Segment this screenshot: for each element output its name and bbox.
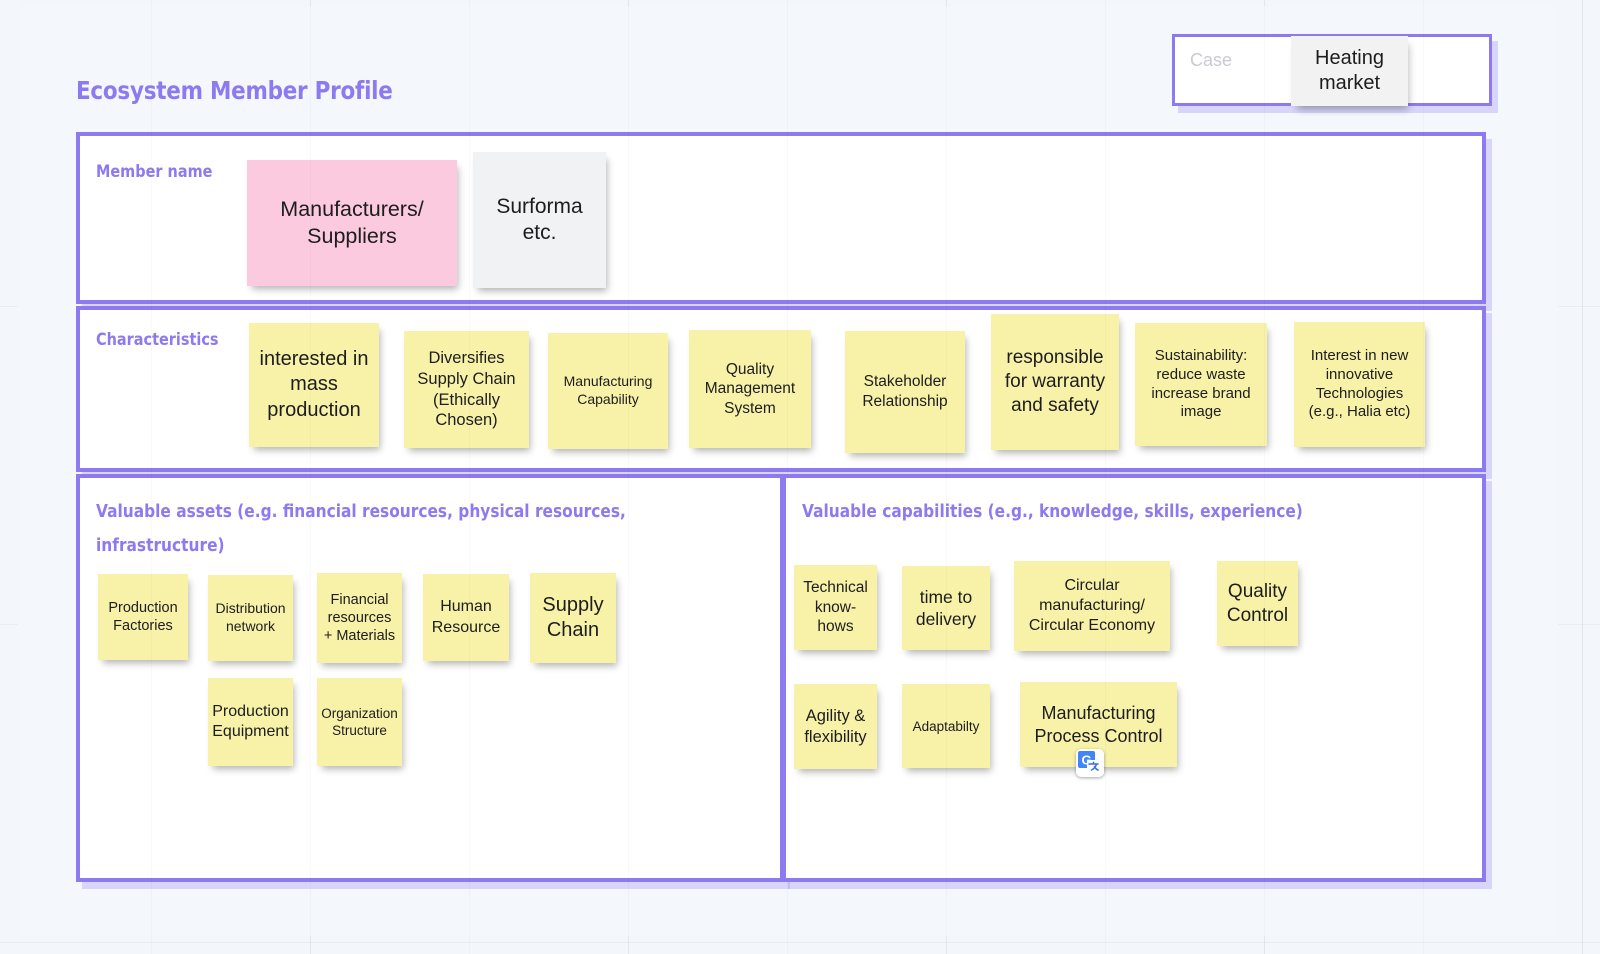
sticky-note-characteristic-5[interactable]: responsible for warranty and safety xyxy=(991,314,1119,450)
sticky-note-characteristic-1[interactable]: Diversifies Supply Chain (Ethically Chos… xyxy=(404,331,529,448)
sticky-note-characteristic-4[interactable]: Stakeholder Relationship xyxy=(845,331,965,453)
characteristics-label: Characteristics xyxy=(96,330,219,350)
sticky-note-characteristic-3[interactable]: Quality Management System xyxy=(689,330,811,448)
valuable-assets-title: Valuable assets (e.g. financial resource… xyxy=(96,495,703,563)
sticky-note-asset-3[interactable]: Human Resource xyxy=(423,574,509,661)
sticky-note-characteristic-2[interactable]: Manufacturing Capability xyxy=(548,333,668,449)
sticky-note-member-1[interactable]: Surforma etc. xyxy=(473,152,606,288)
sticky-note-asset-5[interactable]: Production Equipment xyxy=(208,678,293,766)
google-translate-icon[interactable]: G xyxy=(1076,749,1104,777)
sticky-note-capability-0[interactable]: Technical know-hows xyxy=(794,565,877,650)
sticky-note-asset-6[interactable]: Organization Structure xyxy=(317,678,402,766)
sticky-note-member-0[interactable]: Manufacturers/ Suppliers xyxy=(247,160,457,286)
sticky-note-capability-3[interactable]: Quality Control xyxy=(1217,561,1298,646)
sticky-note-capability-4[interactable]: Agility & flexibility xyxy=(794,684,877,769)
case-placeholder-label: Case xyxy=(1190,50,1232,71)
sticky-note-asset-2[interactable]: Financial resources + Materials xyxy=(317,573,402,663)
sticky-note-capability-2[interactable]: Circular manufacturing/ Circular Economy xyxy=(1014,561,1170,651)
sticky-note-characteristic-7[interactable]: Interest in new innovative Technologies … xyxy=(1294,322,1425,447)
sticky-note-characteristic-6[interactable]: Sustainability: reduce waste increase br… xyxy=(1135,323,1267,446)
member-name-label: Member name xyxy=(96,162,212,182)
sticky-note-capability-5[interactable]: Adaptabilty xyxy=(902,684,990,768)
valuable-capabilities-section xyxy=(782,474,1486,882)
valuable-capabilities-title: Valuable capabilities (e.g., knowledge, … xyxy=(802,495,1418,529)
sticky-note-capability-1[interactable]: time to delivery xyxy=(902,566,990,650)
page-title: Ecosystem Member Profile xyxy=(76,76,393,105)
sticky-note-asset-4[interactable]: Supply Chain xyxy=(530,573,616,663)
sticky-note-asset-1[interactable]: Distribution network xyxy=(208,575,293,661)
sticky-note-asset-0[interactable]: Production Factories xyxy=(98,574,188,660)
sticky-note-characteristic-0[interactable]: interested in mass production xyxy=(249,323,379,447)
sticky-note-case[interactable]: Heating market xyxy=(1291,36,1408,106)
